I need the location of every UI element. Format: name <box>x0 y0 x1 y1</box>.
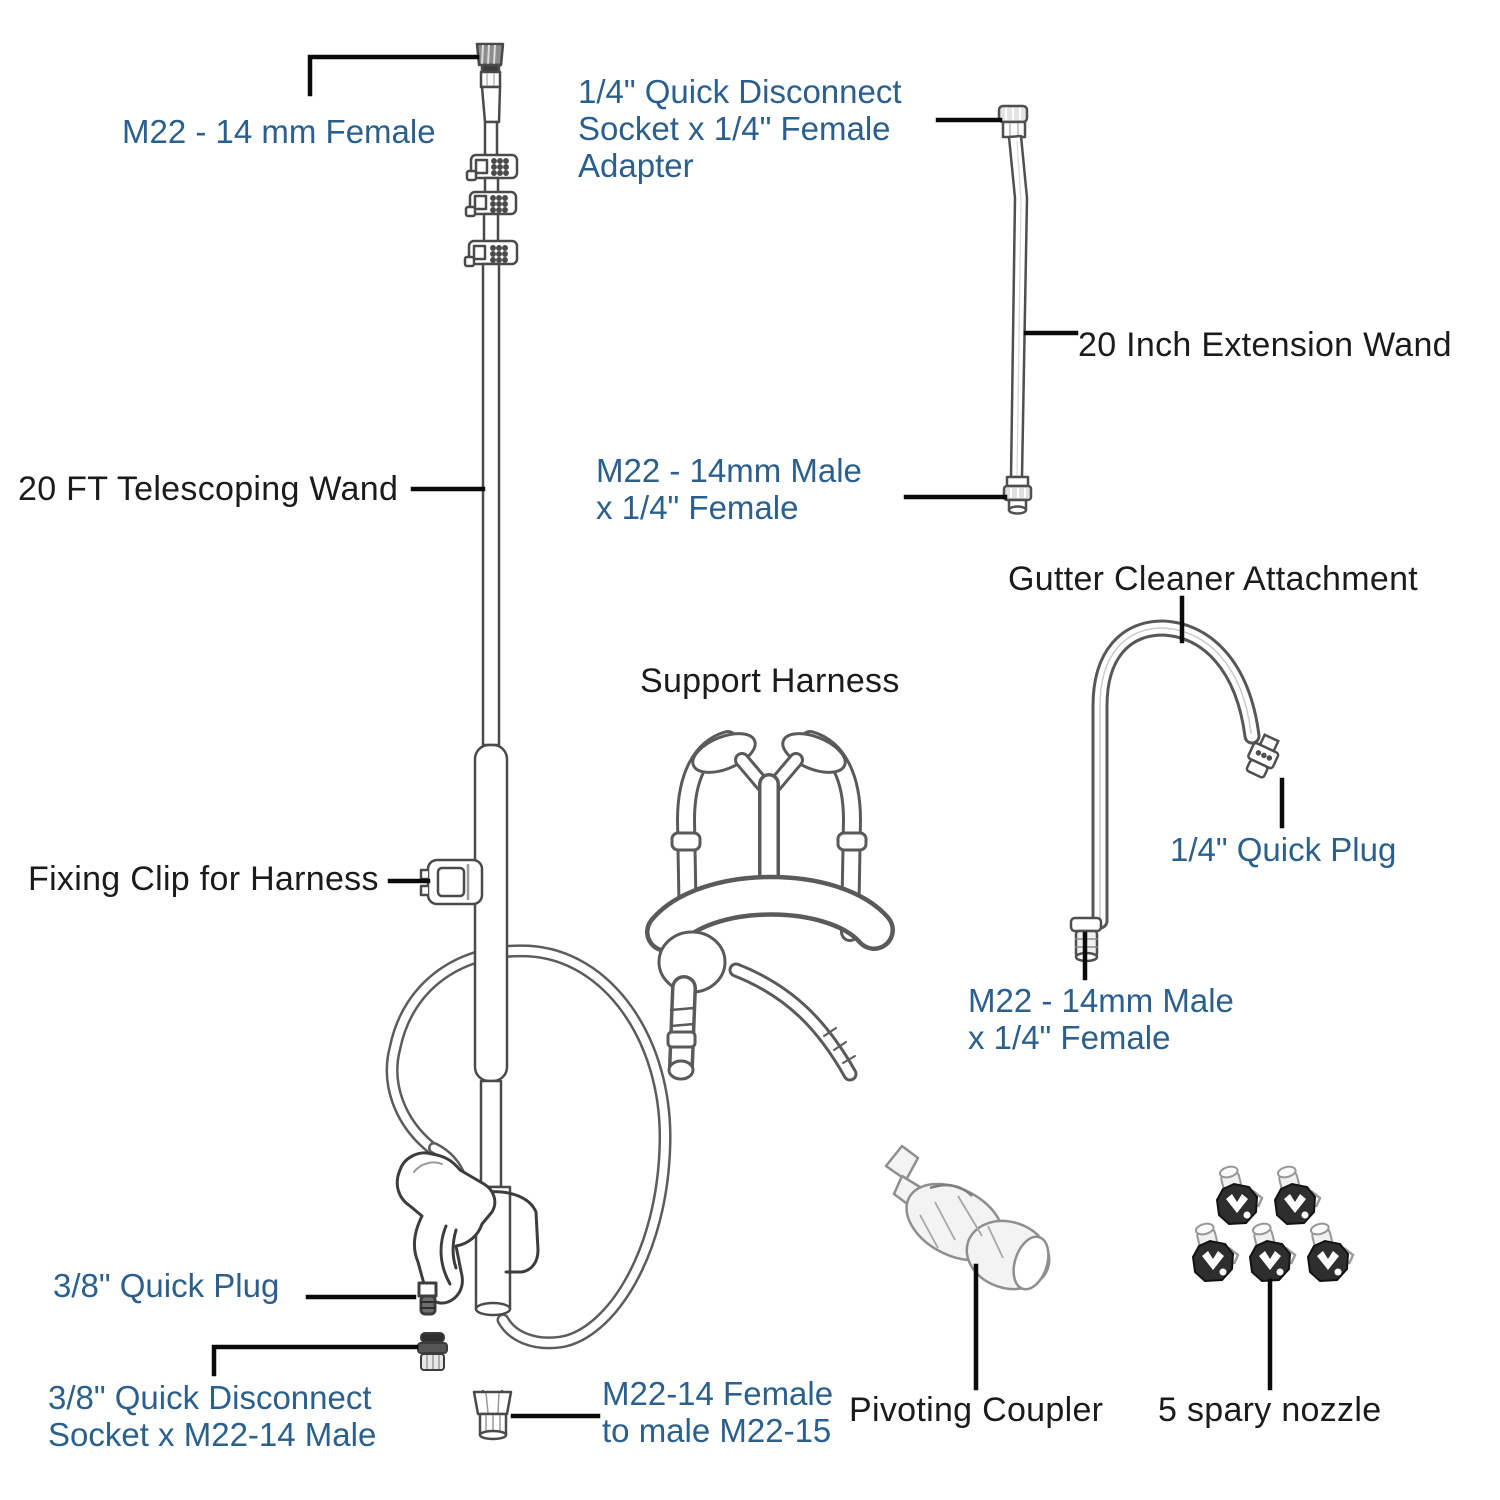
label-qd-socket-adapter-line2: Socket x 1/4" Female <box>578 110 891 147</box>
label-m22-male-bottom-line1: M22 - 14mm Male <box>968 982 1234 1019</box>
m22-adapter-drawing <box>472 1389 513 1441</box>
leader-lines <box>211 54 1285 1419</box>
spray-nozzles-drawing <box>1191 1165 1355 1283</box>
label-three-eighths-quick-plug: 3/8" Quick Plug <box>53 1267 280 1304</box>
label-support-harness: Support Harness <box>640 662 900 700</box>
gutter-cleaner-drawing <box>1069 619 1280 963</box>
label-telescoping-wand: 20 FT Telescoping Wand <box>18 470 399 508</box>
extension-wand-drawing <box>997 104 1033 515</box>
label-m22-male-quarter-female-bottom: M22 - 14mm Male x 1/4" Female <box>968 982 1234 1056</box>
hose-drawing <box>385 944 672 1350</box>
label-m22-female-to-male: M22-14 Female to male M22-15 <box>602 1375 833 1449</box>
label-quarter-quick-plug: 1/4" Quick Plug <box>1170 831 1397 868</box>
label-three-eighths-qd-socket: 3/8" Quick Disconnect Socket x M22-14 Ma… <box>48 1379 376 1453</box>
label-qd-socket-adapter-line3: Adapter <box>578 147 694 184</box>
support-harness-drawing <box>645 730 895 1082</box>
spray-gun-drawing <box>395 1142 540 1316</box>
label-m22-female-to-male-line2: to male M22-15 <box>602 1412 832 1449</box>
label-qd-socket-adapter: 1/4" Quick Disconnect Socket x 1/4" Fema… <box>578 73 902 184</box>
label-m22-male-mid-line2: x 1/4" Female <box>596 489 799 526</box>
label-gutter-cleaner: Gutter Cleaner Attachment <box>1008 560 1419 598</box>
label-spray-nozzles: 5 spary nozzle <box>1158 1391 1382 1429</box>
label-qd-socket-adapter-line1: 1/4" Quick Disconnect <box>578 73 902 110</box>
label-m22-male-mid-line1: M22 - 14mm Male <box>596 452 862 489</box>
telescoping-wand-drawing <box>463 42 519 1317</box>
label-fixing-clip: Fixing Clip for Harness <box>28 860 379 898</box>
label-m22-14mm-female: M22 - 14 mm Female <box>122 113 436 150</box>
pivoting-coupler-drawing <box>884 1144 1051 1291</box>
label-m22-male-bottom-line2: x 1/4" Female <box>968 1019 1171 1056</box>
label-m22-female-to-male-line1: M22-14 Female <box>602 1375 834 1412</box>
label-m22-male-quarter-female-mid: M22 - 14mm Male x 1/4" Female <box>596 452 862 526</box>
label-qd-socket-38-line2: Socket x M22-14 Male <box>48 1416 377 1453</box>
label-qd-socket-38-line1: 3/8" Quick Disconnect <box>48 1379 372 1416</box>
label-extension-wand: 20 Inch Extension Wand <box>1078 326 1452 364</box>
qd-socket-38-drawing <box>417 1332 448 1371</box>
label-pivoting-coupler: Pivoting Coupler <box>849 1391 1104 1429</box>
